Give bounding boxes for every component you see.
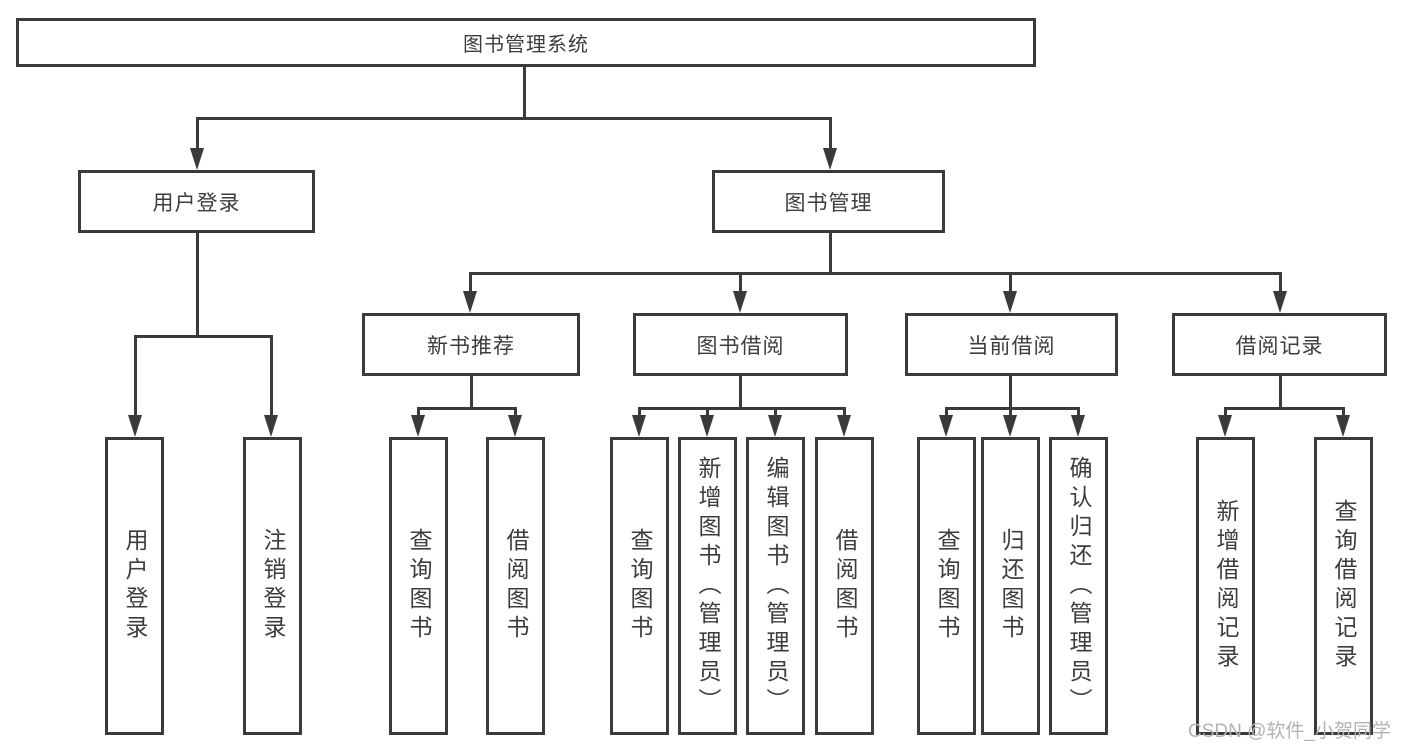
leaf-query-book-2-label: 查询图书	[627, 528, 653, 644]
connector-level2-branch	[469, 272, 1282, 275]
node-book-management-label: 图书管理	[784, 191, 873, 215]
node-book-borrow-label: 图书借阅	[696, 334, 785, 358]
csdn-watermark: CSDN @软件_小贺同学	[1188, 721, 1391, 742]
connector-level1-branch	[196, 117, 832, 120]
connector-drop-query-book-1	[417, 407, 420, 417]
connector-drop-user-login	[196, 117, 199, 155]
connector-drop-query-record	[1342, 407, 1345, 417]
connector-drop-new-book	[469, 272, 472, 294]
arrowhead-query-book-2	[632, 415, 646, 437]
connector-borrow-records-branch	[1224, 407, 1345, 410]
node-borrow-records-label: 借阅记录	[1235, 334, 1324, 358]
connector-new-book-branch	[417, 407, 517, 410]
arrowhead-query-book-3	[939, 415, 953, 437]
leaf-query-book-1-label: 查询图书	[406, 528, 432, 644]
leaf-add-borrow-record: 新增借阅记录	[1196, 437, 1255, 735]
node-current-borrow: 当前借阅	[905, 313, 1118, 376]
connector-drop-borrow-book-1	[514, 407, 517, 417]
arrowhead-edit-book	[768, 415, 782, 437]
connector-drop-return-book	[1009, 407, 1012, 417]
connector-book-borrow-branch	[638, 407, 846, 410]
node-book-management: 图书管理	[712, 170, 945, 233]
arrowhead-query-book-1	[411, 415, 425, 437]
leaf-query-book-2: 查询图书	[610, 437, 669, 735]
arrowhead-confirm-return	[1071, 415, 1085, 437]
leaf-query-borrow-record: 查询借阅记录	[1314, 437, 1373, 735]
arrowhead-add-book	[700, 415, 714, 437]
connector-drop-book-borrow	[739, 272, 742, 294]
leaf-add-borrow-record-label: 新增借阅记录	[1213, 499, 1239, 673]
arrowhead-leaf-login	[128, 415, 142, 437]
arrowhead-borrow-records	[1273, 291, 1287, 313]
connector-user-login-stem	[196, 233, 199, 338]
connector-drop-leaf-login	[134, 335, 137, 417]
leaf-return-book: 归还图书	[981, 437, 1040, 735]
node-borrow-records: 借阅记录	[1172, 313, 1387, 376]
connector-drop-query-book-2	[638, 407, 641, 417]
arrowhead-borrow-book-1	[508, 415, 522, 437]
leaf-edit-book-admin-label: 编辑图书（管理员）	[763, 455, 789, 717]
node-book-borrow: 图书借阅	[633, 313, 848, 376]
arrowhead-leaf-logout	[264, 415, 278, 437]
connector-drop-add-book	[706, 407, 709, 417]
node-current-borrow-label: 当前借阅	[967, 334, 1056, 358]
node-new-book-recommend: 新书推荐	[362, 313, 580, 376]
leaf-borrow-book-2-label: 借阅图书	[832, 528, 858, 644]
leaf-query-book-1: 查询图书	[389, 437, 448, 735]
node-user-login-label: 用户登录	[152, 191, 241, 215]
connector-drop-leaf-logout	[270, 335, 273, 417]
leaf-edit-book-admin: 编辑图书（管理员）	[746, 437, 805, 735]
connector-drop-current-borrow	[1009, 272, 1012, 294]
connector-borrow-records-stem	[1279, 376, 1282, 410]
connector-drop-borrow-records	[1279, 272, 1282, 294]
leaf-logout-label: 注销登录	[260, 528, 286, 644]
connector-drop-book-management	[829, 117, 832, 155]
connector-book-management-stem	[829, 233, 832, 275]
leaf-add-book-admin-label: 新增图书（管理员）	[695, 455, 721, 717]
leaf-borrow-book-2: 借阅图书	[815, 437, 874, 735]
node-root-label: 图书管理系统	[463, 34, 589, 56]
arrowhead-book-management	[823, 148, 837, 170]
arrowhead-return-book	[1003, 415, 1017, 437]
connector-book-borrow-stem	[739, 376, 742, 410]
leaf-query-book-3-label: 查询图书	[934, 528, 960, 644]
leaf-user-login-label: 用户登录	[122, 528, 148, 644]
connector-drop-confirm-return	[1077, 407, 1080, 417]
connector-new-book-stem	[470, 376, 473, 410]
leaf-borrow-book-1: 借阅图书	[486, 437, 545, 735]
leaf-borrow-book-1-label: 借阅图书	[503, 528, 529, 644]
arrowhead-current-borrow	[1003, 291, 1017, 313]
arrowhead-borrow-book-2	[837, 415, 851, 437]
arrowhead-book-borrow	[733, 291, 747, 313]
leaf-confirm-return-admin-label: 确认归还（管理员）	[1066, 455, 1092, 717]
connector-root-stem	[523, 67, 526, 120]
node-root-system: 图书管理系统	[16, 18, 1036, 67]
leaf-logout: 注销登录	[243, 437, 302, 735]
connector-drop-add-record	[1224, 407, 1227, 417]
connector-current-borrow-stem	[1009, 376, 1012, 410]
connector-user-login-branch	[134, 335, 273, 338]
leaf-add-book-admin: 新增图书（管理员）	[678, 437, 737, 735]
connector-drop-query-book-3	[945, 407, 948, 417]
connector-drop-edit-book	[774, 407, 777, 417]
arrowhead-user-login	[190, 148, 204, 170]
connector-current-borrow-branch	[945, 407, 1080, 410]
arrowhead-new-book	[463, 291, 477, 313]
leaf-query-borrow-record-label: 查询借阅记录	[1331, 499, 1357, 673]
node-new-book-recommend-label: 新书推荐	[427, 334, 515, 358]
arrowhead-add-record	[1218, 415, 1232, 437]
leaf-return-book-label: 归还图书	[998, 528, 1024, 644]
connector-drop-borrow-book-2	[843, 407, 846, 417]
arrowhead-query-record	[1336, 415, 1350, 437]
node-user-login: 用户登录	[78, 170, 315, 233]
leaf-confirm-return-admin: 确认归还（管理员）	[1049, 437, 1108, 735]
leaf-query-book-3: 查询图书	[917, 437, 976, 735]
leaf-user-login: 用户登录	[105, 437, 164, 735]
